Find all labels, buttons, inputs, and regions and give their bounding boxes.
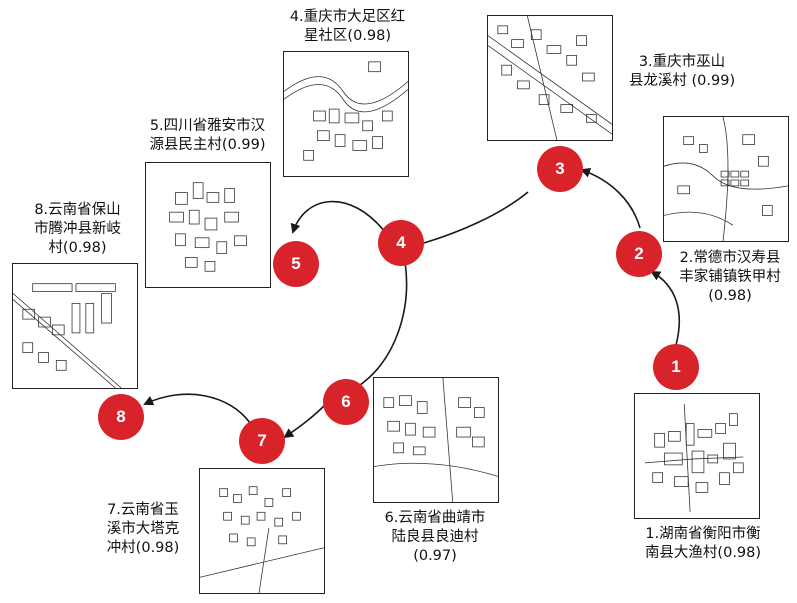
node-6: 6 xyxy=(323,379,369,425)
map-thumbnail-2 xyxy=(663,116,789,242)
node-1: 1 xyxy=(653,344,699,390)
node-8: 8 xyxy=(98,394,144,440)
arrow-6-7 xyxy=(283,403,327,439)
map-thumbnail-4 xyxy=(283,51,409,177)
node-4: 4 xyxy=(378,220,424,266)
line-3-4 xyxy=(423,191,529,244)
node-7: 7 xyxy=(239,418,285,464)
map-thumbnail-1 xyxy=(634,393,760,519)
label-village-4: 4.重庆市大足区红 星社区(0.98) xyxy=(289,9,406,44)
label-village-5: 5.四川省雅安市汉 源县民主村(0.99) xyxy=(149,118,266,153)
label-village-6: 6.云南省曲靖市 陆良县良迪村 (0.97) xyxy=(384,510,486,564)
node-5: 5 xyxy=(273,241,319,287)
line-4-6 xyxy=(359,261,408,386)
map-thumbnail-7 xyxy=(199,468,325,594)
arrow-2-3 xyxy=(580,167,641,229)
label-village-2: 2.常德市汉寿县 丰家铺镇铁甲村 (0.98) xyxy=(679,250,781,304)
map-thumbnail-8 xyxy=(12,263,138,389)
map-thumbnail-6 xyxy=(373,377,499,503)
arrow-1-2 xyxy=(650,271,680,346)
node-2: 2 xyxy=(616,231,662,277)
map-thumbnail-3 xyxy=(487,15,613,141)
label-village-8: 8.云南省保山 市腾冲县新岐 村(0.98) xyxy=(34,202,121,256)
node-3: 3 xyxy=(537,146,583,192)
map-thumbnail-5 xyxy=(145,162,271,288)
arrow-7-8 xyxy=(143,393,251,424)
arrow-4-5 xyxy=(290,200,386,234)
label-village-1: 1.湖南省衡阳市衡 南县大渔村(0.98) xyxy=(644,526,762,561)
label-village-7: 7.云南省玉 溪市大塔克 冲村(0.98) xyxy=(106,502,180,556)
label-village-3: 3.重庆市巫山 县龙溪村 (0.99) xyxy=(628,54,736,89)
